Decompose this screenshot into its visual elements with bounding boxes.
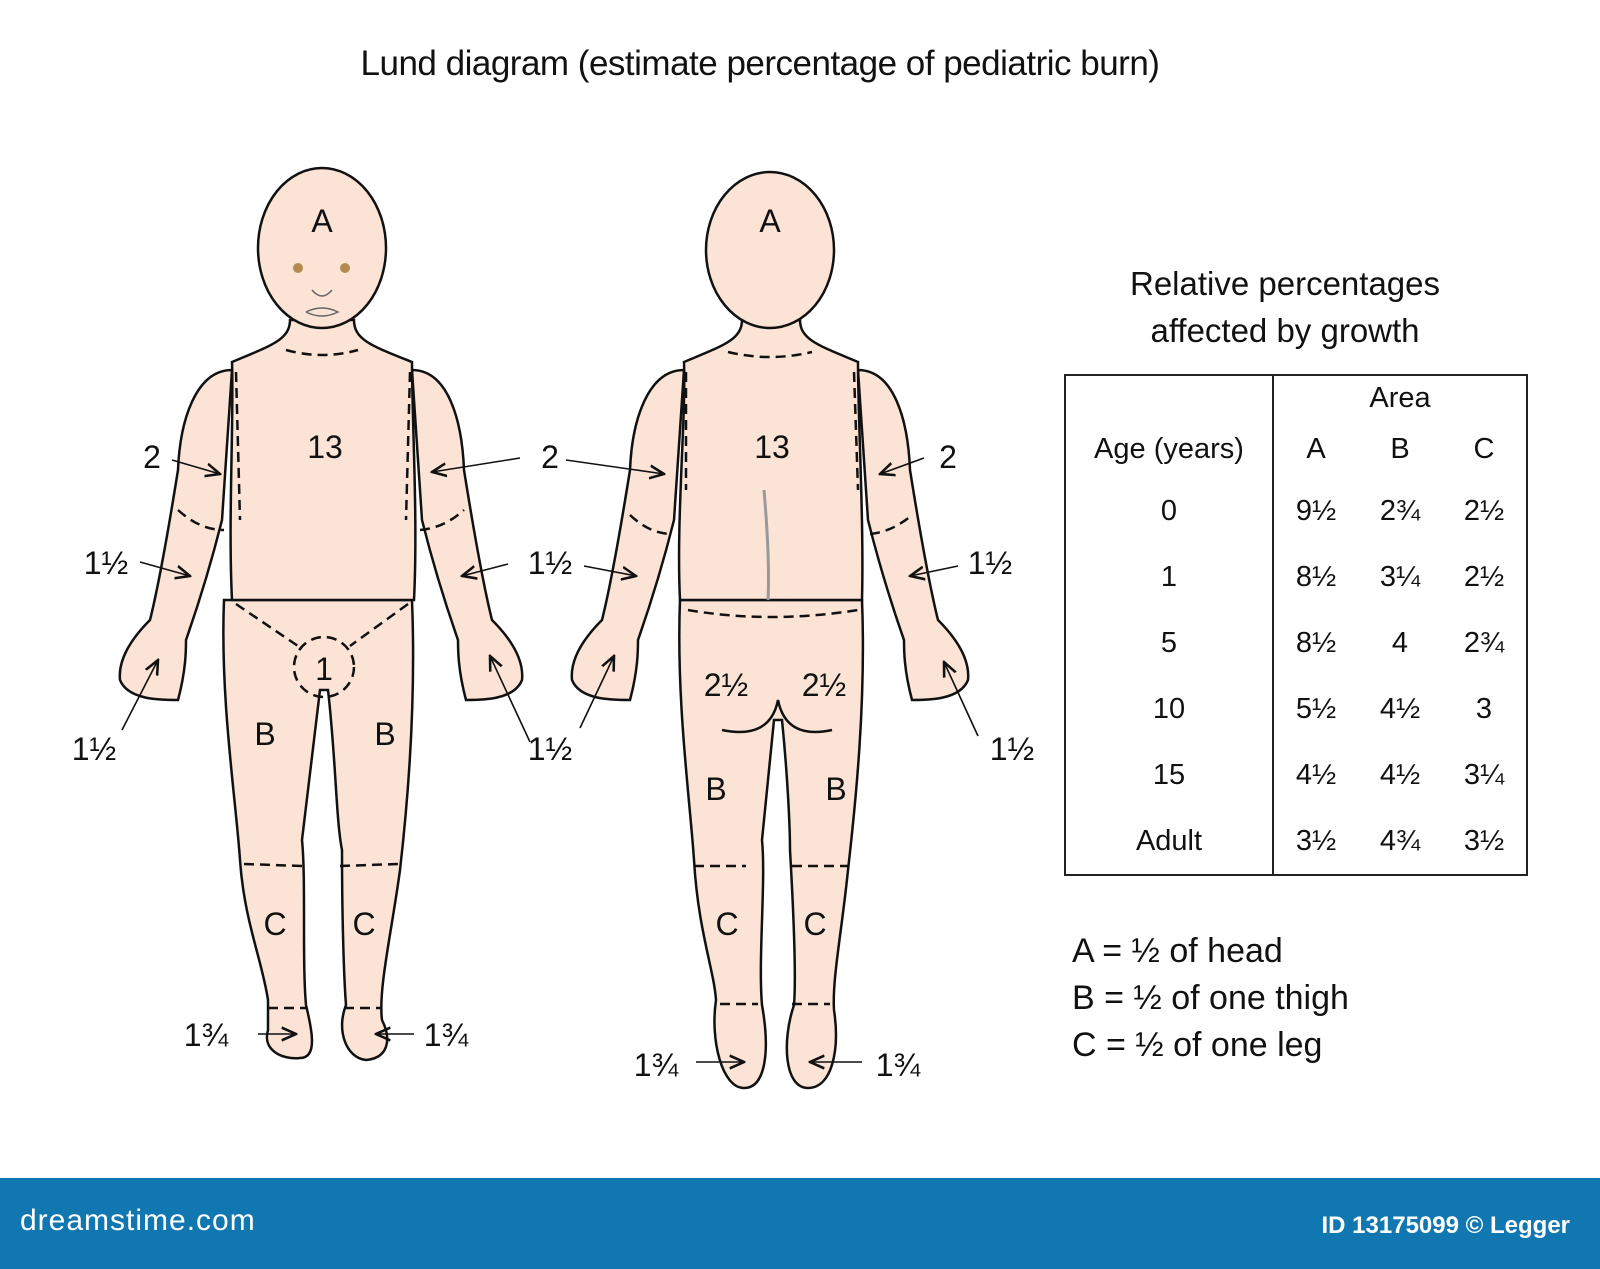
front-hand-left-label: 1½ bbox=[72, 731, 116, 767]
back-leg-left-label: C bbox=[715, 906, 738, 942]
growth-panel-title: Relative percentages affected by growth bbox=[1060, 260, 1510, 354]
table-row: 15 4½ 4½ 3¼ bbox=[1065, 742, 1527, 808]
table-row: 5 8½ 4 2¾ bbox=[1065, 610, 1527, 676]
front-trunk-label: 13 bbox=[307, 429, 343, 465]
front-head-label: A bbox=[311, 203, 333, 239]
growth-table: Area Age (years) A B C 0 9½ 2¾ 2½ 1 8½ 3… bbox=[1064, 374, 1528, 876]
front-upper-arm-right-label: 2 bbox=[541, 439, 559, 475]
table-area-header-row: Area bbox=[1065, 375, 1527, 420]
front-region-borders bbox=[177, 348, 465, 1010]
back-thigh-left-label: B bbox=[705, 771, 726, 807]
back-region-borders bbox=[629, 350, 913, 1006]
image-credit: ID 13175099 © Legger bbox=[1321, 1212, 1570, 1239]
legend-item-b: B = ½ of one thigh bbox=[1072, 979, 1349, 1017]
back-figure bbox=[570, 170, 970, 1090]
legend-item-c: C = ½ of one leg bbox=[1072, 1026, 1323, 1064]
back-trunk-label: 13 bbox=[754, 429, 790, 465]
front-thigh-right-label: B bbox=[374, 716, 395, 752]
spine-line bbox=[762, 489, 770, 601]
front-leg-right-label: C bbox=[352, 906, 375, 942]
back-head-label: A bbox=[759, 203, 781, 239]
legend-item-a: A = ½ of head bbox=[1072, 932, 1283, 970]
back-forearm-right-label: 1½ bbox=[968, 545, 1012, 581]
table-row: 1 8½ 3¼ 2½ bbox=[1065, 544, 1527, 610]
face-icon bbox=[293, 263, 350, 317]
body-figures: A 13 2 1½ 1½ 1 B B C C 1¾ 1¾ 2 1½ 1½ bbox=[72, 166, 1034, 1090]
front-hand-right-label: 1½ bbox=[528, 731, 572, 767]
front-thigh-left-label: B bbox=[254, 716, 275, 752]
table-area-header: Area bbox=[1369, 381, 1431, 414]
brand-logo[interactable]: dreamstime.com bbox=[20, 1204, 256, 1237]
growth-panel-title-line2: affected by growth bbox=[1150, 312, 1420, 349]
back-thigh-right-label: B bbox=[825, 771, 846, 807]
front-figure bbox=[118, 166, 524, 1062]
area-legend: A = ½ of head B = ½ of one thigh C = ½ o… bbox=[1072, 928, 1349, 1069]
table-col-a-header: A bbox=[1306, 432, 1326, 465]
growth-panel-title-line1: Relative percentages bbox=[1129, 265, 1441, 302]
front-upper-arm-left-label: 2 bbox=[143, 439, 161, 475]
back-buttock-right-label: 2½ bbox=[802, 667, 846, 703]
buttock-crease bbox=[721, 699, 833, 734]
table-row: 0 9½ 2¾ 2½ bbox=[1065, 478, 1527, 544]
back-upper-arm-right-label: 2 bbox=[939, 439, 957, 475]
back-leg-right-label: C bbox=[803, 906, 826, 942]
front-leg-left-label: C bbox=[263, 906, 286, 942]
front-arrows bbox=[121, 457, 531, 1034]
back-buttock-left-label: 2½ bbox=[704, 667, 748, 703]
front-forearm-left-label: 1½ bbox=[84, 545, 128, 581]
front-genitals-label: 1 bbox=[315, 651, 333, 687]
table-col-c-header: C bbox=[1473, 432, 1495, 465]
table-col-b-header: B bbox=[1390, 432, 1410, 465]
table-row: 10 5½ 4½ 3 bbox=[1065, 676, 1527, 742]
back-arrows bbox=[565, 457, 979, 1062]
front-foot-left-label: 1¾ bbox=[184, 1017, 230, 1053]
front-foot-right-label: 1¾ bbox=[424, 1017, 470, 1053]
table-age-header: Age (years) bbox=[1065, 420, 1274, 478]
table-row: Adult 3½ 4¾ 3½ bbox=[1065, 808, 1527, 875]
back-hand-right-label: 1½ bbox=[990, 731, 1034, 767]
back-foot-left-label: 1¾ bbox=[634, 1047, 680, 1083]
footer-bar: dreamstime.com ID 13175099 © Legger bbox=[0, 1178, 1600, 1269]
front-forearm-right-label: 1½ bbox=[528, 545, 572, 581]
back-foot-right-label: 1¾ bbox=[876, 1047, 922, 1083]
diagram-title: Lund diagram (estimate percentage of ped… bbox=[360, 44, 1160, 83]
table-header-row: Age (years) A B C bbox=[1065, 420, 1527, 478]
